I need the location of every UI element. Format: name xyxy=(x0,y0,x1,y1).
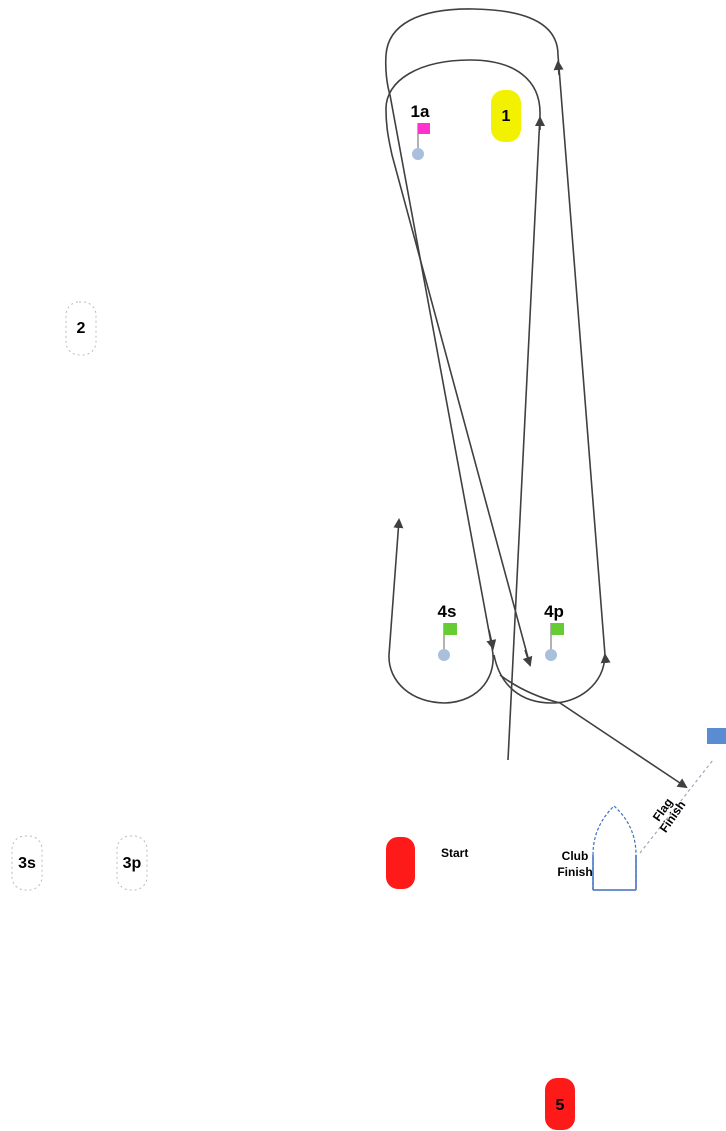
loop-4p-path xyxy=(493,654,606,704)
down-arrow-2 xyxy=(522,649,533,667)
finish-leg-path xyxy=(499,674,688,789)
mark-4p-buoy xyxy=(545,649,557,661)
mark-2-label: 2 xyxy=(77,320,86,337)
mark-3s: 3s xyxy=(11,835,43,891)
mark-3s-label: 3s xyxy=(18,855,36,872)
mark-4p-label: 4p xyxy=(544,602,564,621)
inner-loop-path xyxy=(385,59,541,761)
start-mark xyxy=(386,837,415,889)
mark-5-buoy xyxy=(545,1078,575,1130)
mark-4s: 4s xyxy=(438,602,457,661)
mark-1a-buoy xyxy=(412,148,424,160)
mark-1: 1 xyxy=(491,90,521,142)
down-arrow-1 xyxy=(486,629,497,650)
club-finish-boat xyxy=(592,805,637,891)
club-finish-label-2: Finish xyxy=(557,865,592,879)
mark-1-label: 1 xyxy=(502,108,511,125)
mark-3p: 3p xyxy=(116,835,148,891)
start-label: Start xyxy=(441,846,468,860)
mark-4s-buoy xyxy=(438,649,450,661)
mark-1a: 1a xyxy=(411,102,430,160)
mark-4s-flag xyxy=(444,623,457,635)
course-lines xyxy=(384,8,688,789)
start-buoy xyxy=(386,837,415,889)
mark-3p-buoy xyxy=(116,835,148,891)
mark-5: 5 xyxy=(545,1078,575,1130)
outer-loop-up-arrow xyxy=(553,60,564,76)
club-finish-label-1: Club xyxy=(562,849,589,863)
mark-1-buoy xyxy=(491,90,521,142)
mark-2-buoy xyxy=(65,301,97,356)
mark-4p: 4p xyxy=(544,602,564,661)
loop-4s-path xyxy=(388,518,494,704)
mark-1a-flag xyxy=(418,123,430,134)
mark-2: 2 xyxy=(65,301,97,356)
mark-3s-buoy xyxy=(11,835,43,891)
mark-4p-flag xyxy=(551,623,564,635)
mark-4s-label: 4s xyxy=(438,602,457,621)
mark-1a-label: 1a xyxy=(411,102,430,121)
mark-5-label: 5 xyxy=(556,1097,565,1114)
flag-finish-label: Flag Finish xyxy=(650,796,689,835)
outer-loop-path xyxy=(384,8,611,664)
mark-3p-label: 3p xyxy=(123,855,142,872)
committee-boat-marker xyxy=(707,728,726,744)
flag-finish-line xyxy=(639,759,714,854)
